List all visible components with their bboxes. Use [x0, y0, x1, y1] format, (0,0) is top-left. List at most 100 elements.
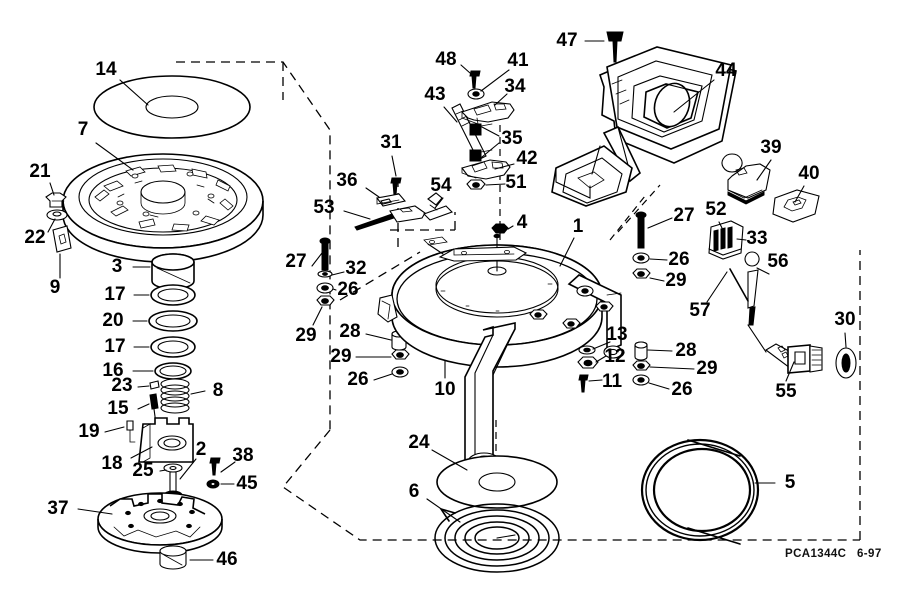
callout-5: 5	[785, 472, 796, 493]
part-11-bolt	[578, 374, 589, 393]
part-28b-spacer	[634, 341, 648, 361]
callout-29c: 29	[665, 270, 686, 291]
part-51-nut	[466, 179, 486, 190]
part-29a-nut	[316, 295, 335, 306]
callout-34: 34	[504, 76, 526, 97]
leader-37	[77, 508, 113, 515]
callout-22: 22	[24, 227, 45, 248]
callout-51: 51	[505, 172, 527, 193]
leader-51	[485, 183, 506, 186]
callout-26b: 26	[347, 369, 368, 390]
callout-16: 16	[102, 360, 123, 381]
callout-35: 35	[501, 128, 523, 149]
leader-38	[220, 461, 236, 473]
part-25-washer	[163, 463, 183, 473]
callout-2: 2	[196, 439, 207, 460]
callout-27b: 27	[673, 205, 694, 226]
part-57-rod	[729, 268, 749, 302]
part-52-connector	[708, 220, 744, 260]
callout-44: 44	[715, 60, 737, 81]
leader-30	[844, 332, 847, 348]
callout-15: 15	[107, 398, 129, 419]
leader-26b	[373, 373, 393, 381]
leader-26a	[332, 288, 337, 291]
leader-1	[559, 237, 575, 267]
callout-23: 23	[111, 375, 132, 396]
part-24-disc	[436, 455, 558, 509]
leader-21	[49, 182, 55, 196]
part-45-nut	[206, 479, 220, 489]
callout-57: 57	[689, 300, 710, 321]
leader-39	[756, 159, 772, 181]
callout-9: 9	[50, 277, 61, 298]
leader-6	[426, 498, 461, 523]
leader-32	[331, 271, 345, 276]
leader-40	[794, 185, 805, 203]
leader-27b	[647, 217, 673, 229]
leader-25	[159, 469, 167, 472]
part-26d-washer	[632, 374, 650, 386]
callout-14: 14	[95, 59, 117, 80]
part-42-arm	[461, 159, 511, 180]
leader-23	[137, 385, 150, 388]
leader-43	[443, 106, 458, 123]
callout-56: 56	[767, 251, 788, 272]
part-8-spring	[160, 378, 190, 414]
part-41-washer	[467, 88, 485, 100]
callout-26a: 26	[337, 279, 358, 300]
leader-35b	[481, 142, 500, 158]
part-16-oring	[154, 362, 192, 380]
callout-41: 41	[507, 50, 529, 71]
callout-52: 52	[705, 199, 726, 220]
part-15-pin	[149, 393, 159, 425]
callout-1: 1	[573, 216, 584, 237]
leader-36	[365, 187, 380, 198]
callout-7: 7	[78, 119, 89, 140]
part-6-recoil-spring	[434, 503, 560, 573]
part-54-link	[423, 192, 453, 221]
leader-4	[507, 225, 514, 230]
leader-2	[179, 458, 197, 480]
part-17b-washer	[150, 336, 196, 358]
callout-53: 53	[313, 197, 334, 218]
callout-32: 32	[345, 258, 366, 279]
part-26a-washer	[316, 282, 334, 294]
part-30-grommet	[835, 347, 857, 379]
part-23-pin	[149, 380, 160, 390]
leader-44	[673, 79, 715, 113]
callout-33: 33	[746, 228, 767, 249]
part-1-starter-housing	[377, 233, 623, 472]
callout-18: 18	[101, 453, 122, 474]
part-9-key	[52, 225, 72, 253]
leader-24	[431, 449, 468, 471]
leader-8	[190, 390, 206, 395]
callout-29a: 29	[295, 325, 316, 346]
leader-13	[592, 341, 611, 350]
part-55-connector	[747, 324, 823, 374]
catalog-date: 6-97	[857, 548, 882, 560]
part-26c-washer	[632, 252, 650, 264]
callout-27a: 27	[285, 251, 306, 272]
callout-54: 54	[430, 175, 452, 196]
callout-28b: 28	[675, 340, 696, 361]
leader-34	[494, 93, 508, 106]
callout-20: 20	[102, 310, 123, 331]
leader-19	[104, 426, 125, 433]
part-53-lever	[354, 205, 426, 231]
part-27b-bolt	[635, 211, 647, 249]
leader-29c	[649, 277, 665, 282]
part-29c-nut	[632, 268, 651, 279]
callout-19: 19	[78, 421, 99, 442]
part-18-housing	[138, 417, 194, 463]
callout-25: 25	[132, 460, 154, 481]
callout-29b: 29	[330, 346, 351, 367]
callout-4: 4	[517, 212, 528, 233]
leader-14	[119, 79, 149, 106]
part-21-nut	[45, 192, 67, 208]
part-46-bushing	[159, 545, 187, 570]
part-32-washer	[317, 270, 333, 278]
leader-26d	[648, 382, 670, 390]
part-37-hub	[97, 492, 223, 554]
